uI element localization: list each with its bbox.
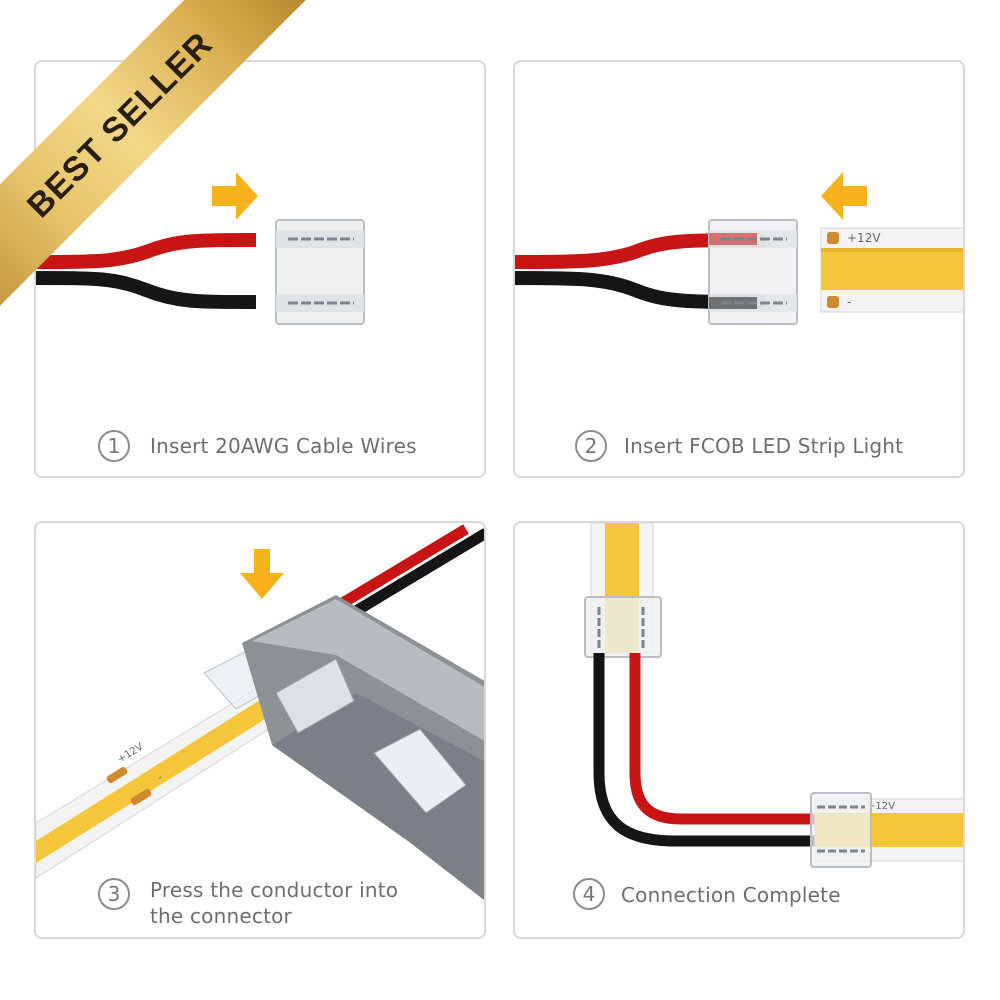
step-2-illustration: +12V - [515, 172, 963, 325]
cable-wires [593, 653, 815, 847]
strip-negative-label: - [156, 772, 165, 783]
cable-wires [323, 524, 484, 628]
arrow-left-icon [821, 172, 867, 220]
step-number: 4 [573, 878, 605, 910]
connector [708, 219, 798, 325]
cable-wires [515, 233, 766, 309]
step-number: 1 [98, 430, 130, 462]
step-4-panel: +12V 4 Connection Complete [513, 521, 965, 939]
step-3-panel: +12V - 3 Press the conductor into the co… [34, 521, 486, 939]
arrow-right-icon [212, 172, 258, 220]
strip-negative-label: - [847, 295, 851, 309]
strip-positive-label: +12V [847, 231, 881, 245]
pliers-tool [242, 595, 484, 900]
step-caption: Insert 20AWG Cable Wires [150, 434, 417, 458]
step-number: 3 [98, 878, 130, 910]
connector-right [810, 792, 872, 868]
step-3-illustration: +12V - [36, 524, 484, 900]
step-4-illustration: +12V [584, 523, 963, 868]
step-caption-line-2: the connector [150, 904, 292, 928]
step-caption: Insert FCOB LED Strip Light [624, 434, 904, 458]
led-strip: +12V - [820, 227, 963, 313]
step-1-panel: 1 Insert 20AWG Cable Wires [34, 60, 486, 478]
step-1-illustration [36, 172, 365, 325]
step-number: 2 [575, 430, 607, 462]
connector [275, 219, 365, 325]
step-caption-line-1: Press the conductor into [150, 878, 399, 902]
step-caption: Connection Complete [621, 883, 841, 907]
step-2-panel: +12V - 2 Insert FCOB LED Strip Light [513, 60, 965, 478]
connector-top [584, 596, 662, 658]
led-strip: +12V - [36, 682, 287, 879]
arrow-down-icon [240, 549, 284, 599]
cable-wires [36, 233, 257, 309]
strip-positive-label: +12V [867, 801, 895, 812]
